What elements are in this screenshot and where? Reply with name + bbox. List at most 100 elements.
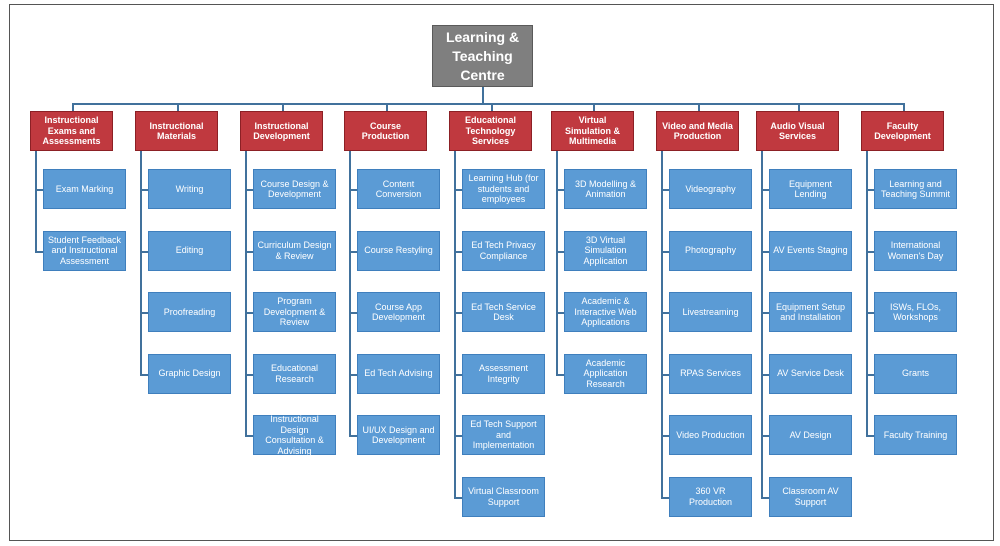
item-connector: [556, 312, 564, 314]
department-spine: [349, 151, 351, 436]
department-node: Faculty Development: [861, 111, 944, 151]
department-spine: [245, 151, 247, 436]
item-connector: [661, 189, 669, 191]
service-item: AV Events Staging: [769, 230, 852, 271]
department-connector: [490, 103, 493, 111]
item-connector: [761, 312, 769, 314]
service-item: Ed Tech Advising: [357, 353, 440, 394]
item-connector: [35, 189, 43, 191]
service-item: Livestreaming: [669, 292, 752, 332]
item-connector: [866, 189, 874, 191]
item-connector: [245, 250, 253, 253]
department-connector: [71, 103, 74, 111]
department-node: Course Production: [344, 111, 427, 151]
service-item: 3D Modelling & Animation: [564, 169, 647, 209]
item-connector: [761, 189, 769, 191]
item-connector: [349, 373, 357, 376]
service-item: Assessment Integrity: [462, 353, 545, 394]
department-connector: [281, 103, 284, 111]
item-connector: [140, 373, 148, 376]
department-spine: [140, 151, 142, 375]
item-connector: [454, 435, 462, 437]
department-connector: [697, 103, 700, 111]
service-item: AV Service Desk: [769, 353, 852, 394]
department-connector: [902, 103, 905, 111]
service-item: Ed Tech Privacy Compliance: [462, 230, 545, 271]
service-item: Virtual Classroom Support: [462, 476, 545, 517]
item-connector: [761, 496, 769, 499]
department-node: Virtual Simulation & Multimedia: [551, 111, 634, 151]
item-connector: [866, 373, 874, 376]
department-node: Educational Technology Services: [449, 111, 532, 151]
item-connector: [245, 373, 253, 376]
service-item: Photography: [669, 230, 752, 271]
item-connector: [661, 312, 669, 314]
service-item: Learning and Teaching Summit: [874, 169, 957, 209]
department-node: Audio Visual Services: [756, 111, 839, 151]
service-item: Educational Research: [253, 353, 336, 394]
item-connector: [761, 250, 769, 253]
item-connector: [140, 189, 148, 191]
item-connector: [454, 189, 462, 191]
service-item: Student Feedback and Instructional Asses…: [43, 230, 126, 271]
service-item: Graphic Design: [148, 353, 231, 394]
service-item: Ed Tech Support and Implementation: [462, 415, 545, 455]
item-connector: [454, 373, 462, 376]
item-connector: [866, 435, 874, 437]
item-connector: [349, 250, 357, 253]
service-item: Curriculum Design & Review: [253, 230, 336, 271]
item-connector: [454, 250, 462, 253]
department-node: Video and Media Production: [656, 111, 739, 151]
service-item: Instructional Design Consultation & Advi…: [253, 414, 336, 456]
service-item: Learning Hub (for students and employees: [462, 169, 545, 209]
department-node: Instructional Exams and Assessments: [30, 111, 113, 151]
item-connector: [245, 312, 253, 314]
service-item: UI/UX Design and Development: [357, 415, 440, 455]
item-connector: [349, 189, 357, 191]
department-connector: [176, 103, 179, 111]
department-connector: [592, 103, 595, 111]
service-item: ISWs, FLOs, Workshops: [874, 292, 957, 332]
item-connector: [866, 250, 874, 253]
service-item: 360 VR Production: [669, 476, 752, 517]
department-spine: [556, 151, 558, 375]
service-item: Ed Tech Service Desk: [462, 292, 545, 332]
service-item: Program Development & Review: [253, 292, 336, 332]
item-connector: [556, 189, 564, 191]
root-connector: [482, 87, 484, 103]
item-connector: [661, 496, 669, 499]
item-connector: [661, 250, 669, 253]
item-connector: [454, 496, 462, 499]
department-connector: [797, 103, 800, 111]
service-item: Course Restyling: [357, 230, 440, 271]
item-connector: [35, 250, 43, 253]
item-connector: [556, 250, 564, 253]
service-item: 3D Virtual Simulation Application: [564, 230, 647, 271]
service-item: Equipment Lending: [769, 169, 852, 209]
item-connector: [661, 373, 669, 376]
service-item: AV Design: [769, 415, 852, 455]
item-connector: [661, 435, 669, 437]
department-connector: [385, 103, 388, 111]
service-item: Video Production: [669, 415, 752, 455]
service-item: Classroom AV Support: [769, 476, 852, 517]
item-connector: [245, 435, 253, 437]
item-connector: [556, 373, 564, 376]
service-item: Writing: [148, 169, 231, 209]
service-item: Course Design & Development: [253, 169, 336, 209]
item-connector: [866, 312, 874, 314]
service-item: Faculty Training: [874, 415, 957, 455]
item-connector: [140, 250, 148, 253]
item-connector: [761, 435, 769, 437]
item-connector: [140, 312, 148, 314]
item-connector: [349, 312, 357, 314]
service-item: International Women's Day: [874, 230, 957, 271]
service-item: Proofreading: [148, 292, 231, 332]
item-connector: [349, 435, 357, 437]
service-item: Videography: [669, 169, 752, 209]
service-item: Academic & Interactive Web Applications: [564, 292, 647, 332]
department-spine: [35, 151, 37, 252]
item-connector: [761, 373, 769, 376]
item-connector: [245, 189, 253, 191]
